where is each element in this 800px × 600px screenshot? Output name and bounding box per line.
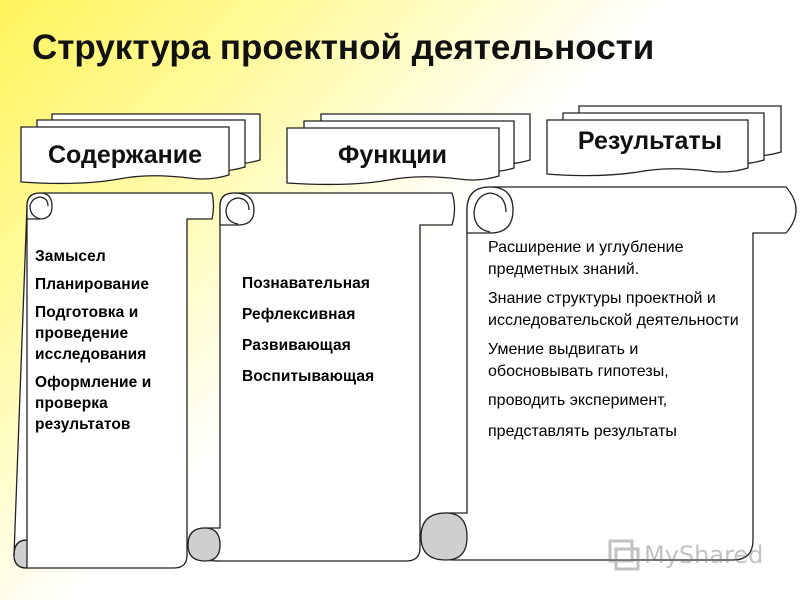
list-item: Развивающая [242, 337, 351, 354]
list-item: Воспитывающая [242, 368, 375, 385]
column-header-functions: Функции [338, 141, 447, 169]
list-item: Оформление и проверка результатов [35, 374, 152, 433]
list-item: Знание структуры проектной и исследовате… [488, 290, 739, 329]
watermark: MyShared [606, 537, 766, 573]
header-card-functions [286, 113, 531, 186]
list-item: Расширение и углубление предметных знани… [488, 239, 684, 278]
list-item: Умение выдвигать и обосновывать гипотезы… [488, 341, 669, 380]
page-title: Структура проектной деятельности [32, 28, 655, 67]
column-header-results: Результаты [577, 127, 723, 155]
scroll-content [13, 192, 215, 569]
results-list: Расширение и углубление предметных знани… [488, 237, 746, 450]
header-card-results [546, 105, 782, 177]
scroll-results [420, 186, 797, 561]
header-card-content [20, 113, 261, 185]
list-item: Познавательная [242, 275, 371, 292]
scroll-functions [187, 192, 456, 562]
content-list: Замысел Планирование Подготовка и провед… [35, 246, 187, 442]
column-header-content: Содержание [47, 141, 203, 169]
functions-list: Познавательная Рефлексивная Развивающая … [242, 273, 418, 394]
list-item: Замысел [35, 248, 106, 265]
list-item: представлять результаты [488, 423, 677, 440]
list-item: Подготовка и проведение исследования [35, 304, 147, 363]
watermark-text: MyShared [644, 541, 764, 569]
list-item: проводить эксперимент, [488, 392, 668, 409]
list-item: Рефлексивная [242, 306, 356, 323]
list-item: Планирование [35, 276, 150, 293]
watermark-logo-icon [608, 539, 640, 571]
